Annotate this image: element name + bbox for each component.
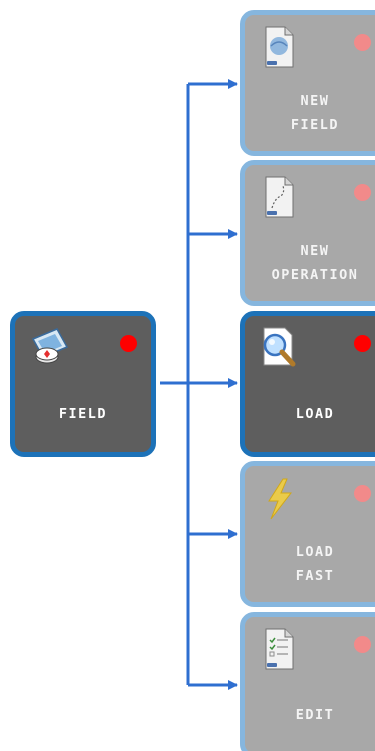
status-dot xyxy=(354,184,371,201)
load-fast-label: LOAD FAST xyxy=(295,544,335,584)
load-label: LOAD xyxy=(295,406,335,422)
status-dot xyxy=(120,335,137,352)
field-node-button[interactable]: FIELD xyxy=(10,311,156,457)
status-dot xyxy=(354,34,371,51)
load-magnifier-icon xyxy=(257,325,303,371)
field-compass-icon xyxy=(27,325,73,371)
new-operation-button[interactable]: NEW OPERATION xyxy=(240,160,375,306)
edit-button[interactable]: EDIT xyxy=(240,612,375,751)
status-dot xyxy=(354,636,371,653)
field-node-label: FIELD xyxy=(58,406,108,422)
new-field-label: NEW FIELD xyxy=(290,93,340,133)
new-field-document-icon xyxy=(257,24,303,70)
edit-label: EDIT xyxy=(295,707,335,723)
edit-checklist-icon xyxy=(257,626,303,672)
load-fast-button[interactable]: LOAD FAST xyxy=(240,461,375,607)
lightning-bolt-icon xyxy=(257,475,303,521)
load-button[interactable]: LOAD xyxy=(240,311,375,457)
status-dot xyxy=(354,335,371,352)
new-field-button[interactable]: NEW FIELD xyxy=(240,10,375,156)
new-operation-label: NEW OPERATION xyxy=(271,243,359,283)
new-operation-document-icon xyxy=(257,174,303,220)
status-dot xyxy=(354,485,371,502)
